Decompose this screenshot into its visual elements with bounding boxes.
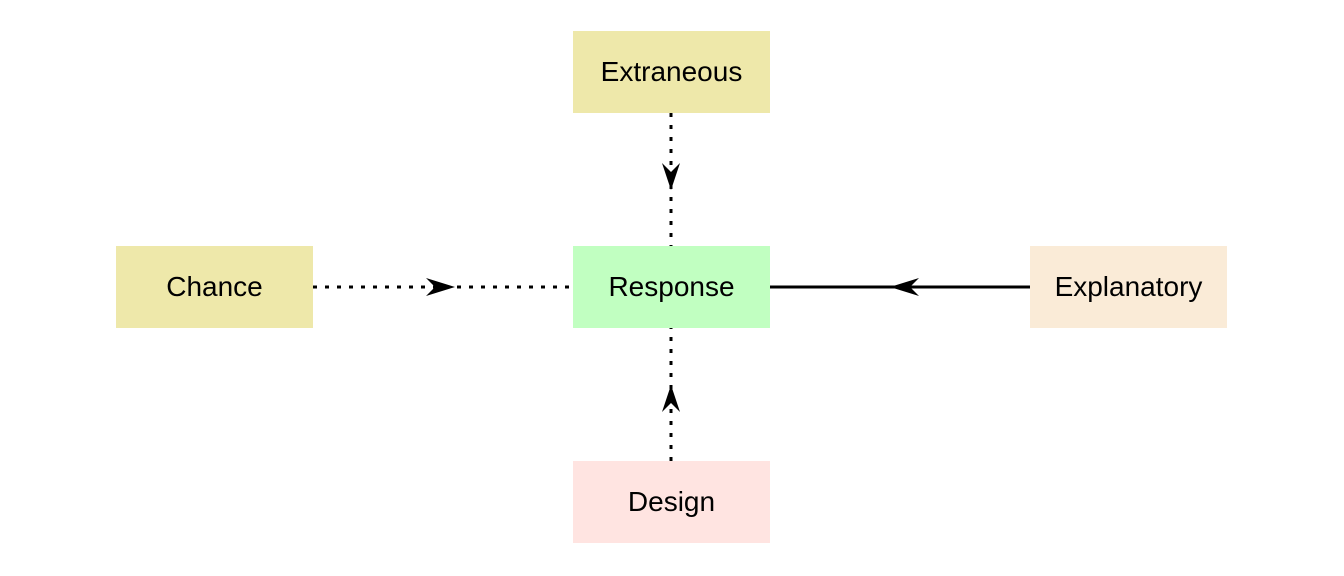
arrowhead-right-icon <box>426 278 455 296</box>
node-extraneous: Extraneous <box>573 31 770 113</box>
arrowhead-left-icon <box>890 278 919 296</box>
node-label: Response <box>608 271 735 302</box>
edge-explanatory-to-response <box>770 278 1030 296</box>
node-chance: Chance <box>116 246 313 328</box>
arrowhead-down-icon <box>662 163 680 190</box>
node-design: Design <box>573 461 770 543</box>
node-label: Design <box>627 486 716 517</box>
node-label: Explanatory <box>1054 271 1203 302</box>
node-explanatory: Explanatory <box>1030 246 1227 328</box>
node-label: Extraneous <box>600 56 743 87</box>
node-response: Response <box>573 246 770 328</box>
edge-chance-to-response <box>313 278 573 296</box>
edge-extraneous-to-response <box>662 113 680 246</box>
arrowhead-up-icon <box>662 385 680 412</box>
node-label: Chance <box>166 271 263 302</box>
edge-design-to-response <box>662 328 680 461</box>
